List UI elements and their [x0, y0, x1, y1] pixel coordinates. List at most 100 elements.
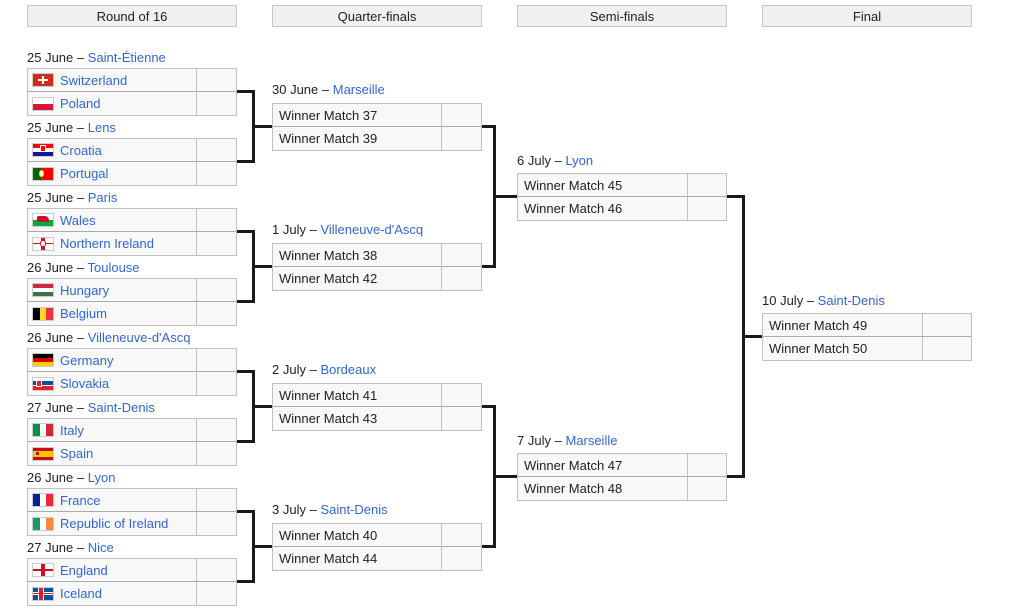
- score-cell: [923, 314, 971, 336]
- team-name-link[interactable]: Spain: [60, 446, 94, 461]
- match-venue-link[interactable]: Bordeaux: [320, 362, 377, 377]
- match-row: Republic of Ireland: [28, 512, 236, 535]
- match-row: France: [28, 489, 236, 512]
- match-row: Winner Match 44: [273, 547, 481, 570]
- team-cell: Winner Match 44: [273, 547, 442, 570]
- match-row: Spain: [28, 442, 236, 465]
- bracket-connector-line: [252, 125, 272, 128]
- bracket-connector-line: [237, 580, 255, 583]
- match-venue-link[interactable]: Saint-Denis: [320, 502, 388, 517]
- placeholder-team-label: Winner Match 47: [524, 457, 623, 473]
- placeholder-team-label: Winner Match 45: [524, 177, 623, 193]
- team-cell: Winner Match 41: [273, 384, 442, 406]
- flag-icon-switzerland: [32, 73, 54, 87]
- match-venue-link[interactable]: Lyon: [87, 470, 116, 485]
- match-venue-link[interactable]: Villeneuve-d'Ascq: [87, 330, 191, 345]
- match-date: 26 June: [27, 260, 74, 275]
- match-venue-link[interactable]: Marseille: [332, 82, 385, 97]
- match-date: 27 June: [27, 540, 74, 555]
- match-date: 10 July: [762, 293, 804, 308]
- match-row: Winner Match 46: [518, 197, 726, 220]
- bracket-connector-line: [482, 545, 496, 548]
- team-name-link[interactable]: Hungary: [60, 282, 110, 298]
- score-cell: [197, 162, 236, 185]
- match-venue-link[interactable]: Lens: [87, 120, 116, 135]
- match-venue-link[interactable]: Saint-Denis: [87, 400, 155, 415]
- team-name-link[interactable]: Portugal: [60, 166, 109, 181]
- match-row: Italy: [28, 419, 236, 442]
- team-name-link[interactable]: Croatia: [60, 142, 102, 158]
- flag-icon-republic-of-ireland: [32, 516, 54, 531]
- caption-separator: –: [550, 433, 566, 448]
- match-row: Iceland: [28, 582, 236, 605]
- match-venue-link[interactable]: Saint-Étienne: [87, 50, 166, 65]
- team-cell: Portugal: [28, 162, 197, 185]
- match-row: Croatia: [28, 139, 236, 162]
- flag-icon-slovakia: [32, 376, 54, 391]
- team-cell: Poland: [28, 92, 197, 115]
- team-name-link[interactable]: Republic of Ireland: [60, 516, 169, 531]
- match-caption: 2 July – Bordeaux: [272, 363, 376, 377]
- match-venue-link[interactable]: Saint-Denis: [817, 293, 885, 308]
- team-name-link[interactable]: Switzerland: [60, 72, 128, 88]
- match-venue-link[interactable]: Nice: [87, 540, 114, 555]
- match-venue-link[interactable]: Paris: [87, 190, 118, 205]
- team-cell: Winner Match 45: [518, 174, 688, 196]
- bracket-connector-line: [252, 405, 272, 408]
- match-date: 3 July: [272, 502, 306, 517]
- team-cell: France: [28, 489, 197, 511]
- score-cell: [197, 302, 236, 325]
- match-venue-link[interactable]: Marseille: [565, 433, 618, 448]
- team-name-link[interactable]: Wales: [60, 212, 96, 228]
- score-cell: [197, 512, 236, 535]
- round-header-tab[interactable]: Quarter-finals: [272, 5, 482, 27]
- round-header-tab[interactable]: Semi-finals: [517, 5, 727, 27]
- match-date: 26 June: [27, 470, 74, 485]
- team-cell: Croatia: [28, 139, 197, 161]
- match-venue-link[interactable]: Toulouse: [87, 260, 140, 275]
- match-caption: 25 June – Saint-Étienne: [27, 51, 166, 65]
- match-caption: 30 June – Marseille: [272, 83, 385, 97]
- team-cell: Winner Match 40: [273, 524, 442, 546]
- bracket-connector-line: [252, 265, 272, 268]
- team-name-link[interactable]: Belgium: [60, 306, 107, 321]
- team-cell: Winner Match 37: [273, 104, 442, 126]
- match-caption: 27 June – Nice: [27, 541, 114, 555]
- match-row: Switzerland: [28, 69, 236, 92]
- team-name-link[interactable]: Slovakia: [60, 376, 110, 391]
- score-cell: [688, 174, 726, 196]
- caption-separator: –: [73, 330, 88, 345]
- team-name-link[interactable]: Italy: [60, 422, 84, 438]
- match-venue-link[interactable]: Lyon: [565, 153, 594, 168]
- team-name-link[interactable]: England: [60, 562, 108, 578]
- score-cell: [197, 372, 236, 395]
- bracket-connector-line: [237, 370, 255, 373]
- team-name-link[interactable]: Germany: [60, 352, 114, 368]
- round-header-tab[interactable]: Round of 16: [27, 5, 237, 27]
- bracket-connector-line: [493, 475, 517, 478]
- placeholder-team-label: Winner Match 44: [279, 551, 378, 566]
- team-cell: Winner Match 38: [273, 244, 442, 266]
- team-cell: Winner Match 47: [518, 454, 688, 476]
- score-cell: [197, 279, 236, 301]
- bracket-connector-line: [727, 475, 745, 478]
- flag-icon-france: [32, 493, 54, 507]
- score-cell: [197, 442, 236, 465]
- match-venue-link[interactable]: Villeneuve-d'Ascq: [320, 222, 424, 237]
- match-row: Winner Match 40: [273, 524, 481, 547]
- round-header-tab[interactable]: Final: [762, 5, 972, 27]
- team-name-link[interactable]: Iceland: [60, 586, 102, 601]
- match-row: Winner Match 43: [273, 407, 481, 430]
- team-name-link[interactable]: Poland: [60, 96, 101, 111]
- team-name-link[interactable]: France: [60, 492, 101, 508]
- team-name-link[interactable]: Northern Ireland: [60, 236, 154, 251]
- match-date: 1 July: [272, 222, 306, 237]
- match-row: Northern Ireland: [28, 232, 236, 255]
